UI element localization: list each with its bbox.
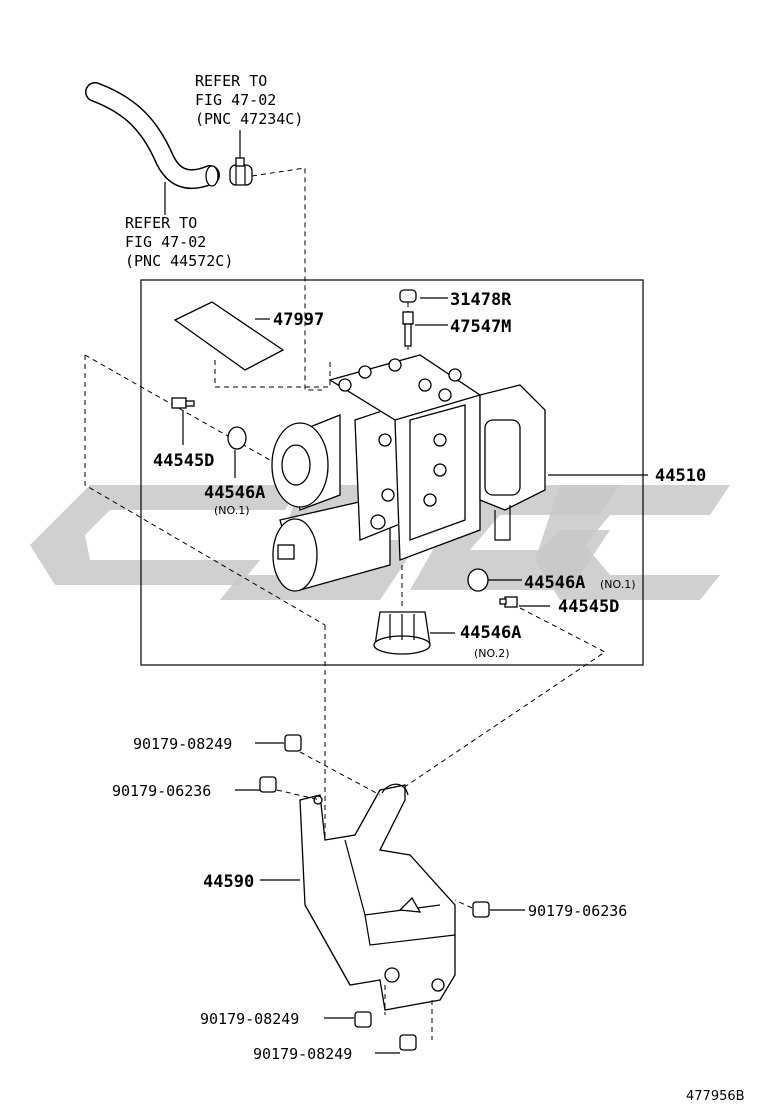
bolt-90179-08249-c — [399, 1034, 417, 1051]
bleeder-47547M — [402, 311, 414, 347]
pnc-31478R: 31478R — [450, 290, 512, 310]
bolt-90179-08249-b — [354, 1011, 372, 1028]
ref-hose-line3: (PNC 44572C) — [125, 252, 233, 270]
bolt-90179-06236-b — [472, 901, 490, 918]
no1-left: (NO.1) — [214, 504, 250, 517]
pnc-44545D-right: 44545D — [558, 597, 619, 617]
cushion-44546A-right — [467, 568, 489, 592]
pnc-44590: 44590 — [203, 872, 254, 892]
pnc-47547M: 47547M — [450, 317, 511, 337]
cushion-44546A-bottom — [373, 565, 431, 655]
bolt-label-06236-b: 90179-06236 — [528, 902, 627, 920]
abs-actuator — [271, 354, 546, 592]
pnc-44545D-left: 44545D — [153, 451, 214, 471]
ref-top-line2: FIG 47-02 — [195, 91, 276, 109]
bolt-90179-06236-a — [259, 776, 277, 793]
label-sticker — [173, 301, 331, 388]
pnc-44546A-left: 44546A — [204, 483, 265, 503]
ref-top-line1: REFER TO — [195, 72, 267, 90]
cushion-44546A-left — [227, 426, 247, 450]
bolt-label-08249-b: 90179-08249 — [200, 1010, 299, 1028]
bolt-label-08249-a: 90179-08249 — [133, 735, 232, 753]
assembly-frame — [140, 279, 644, 666]
ref-top-line3: (PNC 47234C) — [195, 110, 303, 128]
pnc-44510: 44510 — [655, 466, 706, 486]
bolt-44545D-left — [171, 397, 195, 409]
no2: (NO.2) — [474, 647, 510, 660]
bolt-44545D-right — [499, 596, 518, 608]
bolt-label-06236-a: 90179-06236 — [112, 782, 211, 800]
ref-hose-line2: FIG 47-02 — [125, 233, 206, 251]
brake-hose — [85, 82, 220, 190]
bolt-label-08249-c: 90179-08249 — [253, 1045, 352, 1063]
bolt-90179-08249-a — [284, 734, 302, 752]
pnc-44546A-right: 44546A — [524, 573, 585, 593]
no1-right: (NO.1) — [600, 578, 636, 591]
pnc-47997: 47997 — [273, 310, 324, 330]
hose-clip — [229, 157, 253, 186]
bracket-44590 — [299, 783, 456, 1011]
figure-number: 477956B — [686, 1089, 745, 1104]
pnc-44546A-bottom: 44546A — [460, 623, 521, 643]
ref-hose-line1: REFER TO — [125, 214, 197, 232]
